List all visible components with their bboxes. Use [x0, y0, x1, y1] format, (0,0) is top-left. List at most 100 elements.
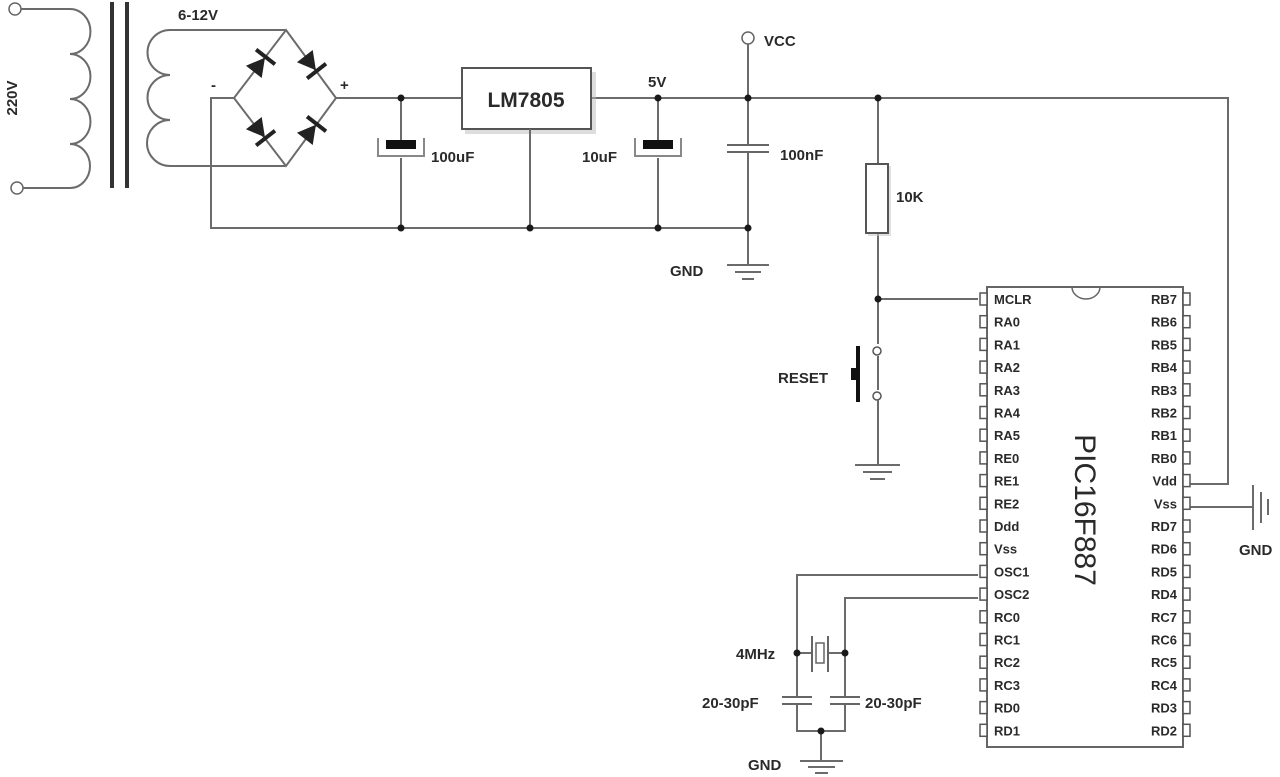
vcc-label: VCC: [764, 33, 796, 50]
pin-label: RE2: [994, 496, 1019, 511]
pin-label: RA0: [994, 315, 1020, 330]
pin-label: RC7: [1151, 610, 1177, 625]
pin-ra0-left: RA0: [979, 315, 1020, 330]
diode-bottom-right: [296, 114, 328, 146]
pin-label: RD2: [1151, 723, 1177, 738]
pin-label: RD6: [1151, 542, 1177, 557]
mains-terminal-bottom: [10, 181, 24, 195]
pin-label: Vdd: [1152, 474, 1177, 489]
pin-label: RA4: [994, 406, 1021, 421]
gnd-vss-label: GND: [1239, 542, 1273, 559]
pin-label: RD0: [994, 701, 1020, 716]
pin-label: RA5: [994, 428, 1020, 443]
pin-ra5-left: RA5: [979, 428, 1020, 443]
left-pin-column: MCLR RA0RA1RA2RA3RA4RA5RE0RE1RE2DddVssOSC…: [979, 292, 1032, 738]
pin-label: RA2: [994, 360, 1020, 375]
pin-label: RA1: [994, 337, 1020, 352]
pin-label: RC3: [994, 678, 1020, 693]
pin-rd5-right: RD5: [1151, 564, 1191, 579]
pin-label: RC4: [1151, 678, 1178, 693]
pin-rb5-right: RB5: [1151, 337, 1191, 352]
ground-symbol-vss: GND: [1239, 485, 1273, 559]
pin-re0-left: RE0: [979, 451, 1019, 466]
rail-ground: [210, 97, 748, 229]
pin-label: RD7: [1151, 519, 1177, 534]
pin-rd7-right: RD7: [1151, 519, 1191, 534]
secondary-voltage-label: 6-12V: [178, 7, 218, 24]
pin-label: RE0: [994, 451, 1019, 466]
pin-rd4-right: RD4: [1151, 587, 1191, 602]
pin-ddd-left: Ddd: [979, 519, 1019, 534]
pin-label: RD3: [1151, 701, 1177, 716]
capacitor-100nf: 100nF: [727, 98, 823, 264]
capacitor-100uf: 100uF: [377, 98, 474, 228]
vcc-terminal: VCC: [741, 31, 796, 98]
voltage-regulator: LM7805: [461, 67, 596, 228]
pin-rb6-right: RB6: [1151, 315, 1191, 330]
pin-rc6-right: RC6: [1151, 633, 1191, 648]
pin-label: RB1: [1151, 428, 1177, 443]
osc-cap-left-label: 20-30pF: [702, 695, 759, 712]
pin-ra4-left: RA4: [979, 406, 1021, 421]
secondary-coil: [146, 29, 285, 167]
bridge-minus-label: -: [211, 77, 216, 94]
chip-name: PIC16F887: [1068, 434, 1101, 586]
pin-rb2-right: RB2: [1151, 406, 1191, 421]
pin-label: RB0: [1151, 451, 1177, 466]
diode-top-right: [296, 49, 328, 81]
pin-rb4-right: RB4: [1151, 360, 1191, 375]
pin-label: RB4: [1151, 360, 1178, 375]
pin-rc1-left: RC1: [979, 633, 1020, 648]
pin-rb7-right: RB7: [1151, 292, 1191, 307]
bridge-rectifier: - +: [211, 28, 349, 168]
gnd-osc-label: GND: [748, 757, 782, 774]
transformer: 220V 6-12V: [4, 2, 285, 195]
pin-rb3-right: RB3: [1151, 383, 1191, 398]
resistor-10k: 10K: [865, 98, 924, 448]
pin-label: RB7: [1151, 292, 1177, 307]
pin-re1-left: RE1: [979, 474, 1019, 489]
pin-rc7-right: RC7: [1151, 610, 1191, 625]
ground-symbol-osc: GND: [748, 731, 843, 774]
pin-label: RC1: [994, 633, 1020, 648]
diode-top-left: [245, 47, 277, 79]
pin-rd0-left: RD0: [979, 701, 1020, 716]
pin-label: RB5: [1151, 337, 1177, 352]
pin-rc2-left: RC2: [979, 655, 1020, 670]
primary-coil: [21, 8, 92, 189]
pin-mclr-left: MCLR: [979, 292, 1032, 307]
regulated-voltage-label: 5V: [648, 74, 666, 91]
pin-re2-left: RE2: [979, 496, 1019, 511]
pin-label: RB3: [1151, 383, 1177, 398]
reset-button[interactable]: RESET: [778, 344, 884, 402]
pin-label: MCLR: [994, 292, 1032, 307]
pin-label: Vss: [994, 542, 1017, 557]
mains-terminal-top: [8, 2, 22, 16]
pin-rb0-right: RB0: [1151, 451, 1191, 466]
pin-label: RC5: [1151, 655, 1177, 670]
pin-vss-left: Vss: [979, 542, 1017, 557]
diode-bottom-left: [245, 116, 277, 148]
pin-label: OSC1: [994, 564, 1029, 579]
right-pin-column: RB7RB6RB5RB4RB3RB2RB1RB0VddVssRD7RD6RD5R…: [1151, 292, 1191, 738]
crystal-label: 4MHz: [736, 646, 775, 663]
pin-osc2-left: OSC2: [979, 587, 1029, 602]
resistor-label: 10K: [896, 189, 924, 206]
pin-label: RC0: [994, 610, 1020, 625]
pin-label: OSC2: [994, 587, 1029, 602]
pin-label: RD1: [994, 723, 1020, 738]
pin-rc4-right: RC4: [1151, 678, 1191, 693]
pin-rd6-right: RD6: [1151, 542, 1191, 557]
pin-label: RC6: [1151, 633, 1177, 648]
cap-input-label: 100uF: [431, 149, 474, 166]
pin-label: RC2: [994, 655, 1020, 670]
junction-dots: [397, 94, 882, 735]
pin-label: RA3: [994, 383, 1020, 398]
pin-osc1-left: OSC1: [979, 564, 1029, 579]
bridge-outline: [232, 28, 338, 168]
pin-label: RD4: [1151, 587, 1178, 602]
pin-rd1-left: RD1: [979, 723, 1020, 738]
pin-rb1-right: RB1: [1151, 428, 1191, 443]
ground-symbol-reset: [855, 400, 900, 480]
